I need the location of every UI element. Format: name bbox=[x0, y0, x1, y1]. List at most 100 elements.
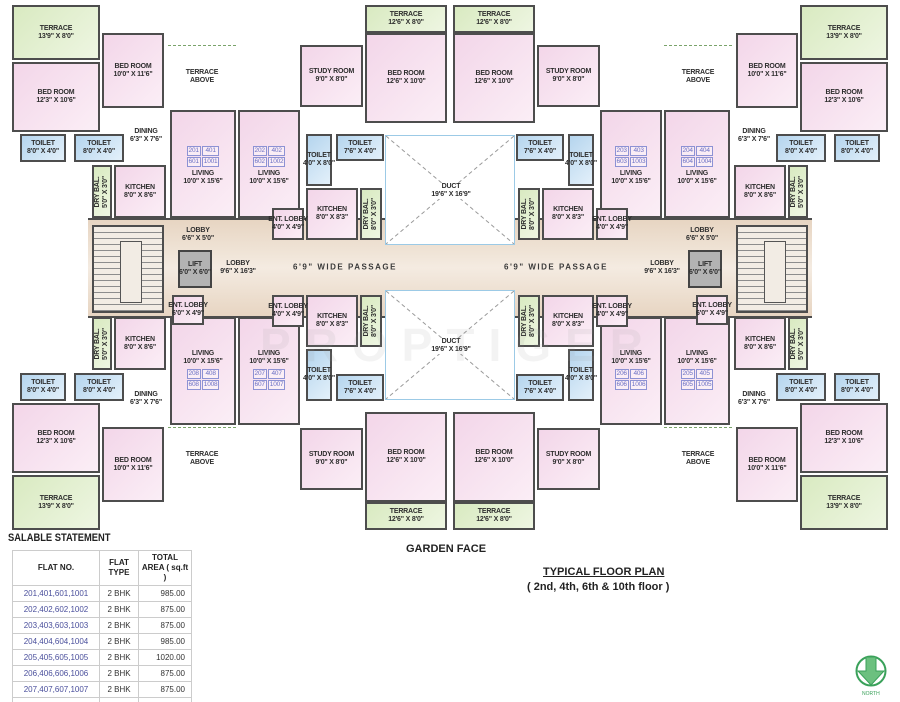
room-dimension: 8'0" X 8'3" bbox=[552, 321, 584, 328]
room-name: TOILET bbox=[31, 379, 55, 386]
room-dimension: 6'0" X 4'9" bbox=[172, 310, 204, 317]
lobby-label: LOBBY bbox=[226, 260, 250, 267]
room-name: TOILET bbox=[528, 379, 552, 387]
room-name: DRY BAL. bbox=[363, 198, 370, 230]
room-dimension: 8'0" X 8'3" bbox=[316, 321, 348, 328]
room-dimension: 10'0" X 11'6" bbox=[113, 464, 153, 472]
room-name: STUDY ROOM bbox=[545, 68, 592, 75]
room-dimension: 12'3" X 10'6" bbox=[824, 97, 864, 104]
room-dimension: 10'0" X 15'6" bbox=[249, 177, 289, 185]
flat-number-badge: 603 bbox=[614, 156, 629, 167]
table-header-row: FLAT NO. FLAT TYPE TOTAL AREA ( sq.ft ) bbox=[12, 550, 192, 586]
salable-statement-title: SALABLE STATEMENT bbox=[8, 532, 111, 544]
room-dimension: 10'0" X 11'6" bbox=[113, 70, 153, 78]
cell-area: 985.00 bbox=[138, 633, 192, 650]
plan-title: TYPICAL FLOOR PLAN bbox=[543, 566, 665, 578]
cell-area: 875.00 bbox=[138, 601, 192, 618]
room-name: BED ROOM bbox=[825, 89, 863, 96]
lobby-label: LOBBY bbox=[650, 260, 674, 267]
room-dimension: 12'6" X 8'0" bbox=[476, 19, 512, 26]
room-name: TERRACE bbox=[477, 11, 511, 18]
dry-balcony-208: DRY BAL.5'0" X 3'0" bbox=[92, 317, 112, 370]
room-name: DRY BAL. bbox=[94, 175, 101, 208]
room-dimension: 5'0" X 3'0" bbox=[798, 327, 805, 360]
room-name: TOILET bbox=[569, 152, 593, 159]
room-dimension: 4'0" X 8'0" bbox=[303, 160, 335, 167]
room-name: LIVING bbox=[685, 169, 709, 177]
passage-label-left: 6'9" WIDE PASSAGE bbox=[293, 262, 397, 272]
room-name: TERRACE bbox=[389, 508, 423, 515]
room-name: TOILET bbox=[348, 379, 372, 387]
cell-area: 875.00 bbox=[138, 617, 192, 634]
dry-balcony-207: DRY BAL.8'0" X 3'0" bbox=[360, 295, 382, 347]
flat-number-badge: 402 bbox=[267, 145, 286, 156]
room-dimension: 12'6" X 10'0" bbox=[386, 78, 426, 85]
room-dimension: 12'3" X 10'6" bbox=[824, 438, 864, 445]
duct-label: DUCT bbox=[441, 338, 461, 345]
room-dimension: 7'6" X 4'0" bbox=[524, 387, 556, 395]
staircase-left bbox=[92, 225, 164, 313]
room-name: KITCHEN bbox=[553, 206, 583, 213]
cell-flat: 203,403,603,1003 bbox=[12, 617, 100, 634]
room-name: LIVING bbox=[619, 169, 643, 177]
room-label: DRY BAL.5'0" X 3'0" bbox=[94, 328, 110, 360]
cell-type: 2 BHK bbox=[99, 601, 139, 618]
header-total-area: TOTAL AREA ( sq.ft ) bbox=[138, 550, 192, 586]
room-dimension: 8'0" X 8'3" bbox=[552, 214, 584, 221]
room-name: DRY BAL. bbox=[94, 327, 101, 360]
room-name: TOILET bbox=[569, 367, 593, 374]
salable-statement-table: FLAT NO. FLAT TYPE TOTAL AREA ( sq.ft ) … bbox=[12, 550, 192, 702]
room-dimension: 13'9" X 8'0" bbox=[826, 32, 862, 40]
room-dimension: 8'0" X 4'0" bbox=[83, 148, 115, 155]
flat-number-badge: 401 bbox=[201, 145, 220, 156]
north-arrow-icon bbox=[855, 655, 887, 687]
room-dimension: ABOVE bbox=[686, 459, 710, 466]
cell-flat: 206,406,606,1006 bbox=[12, 665, 100, 682]
room-name: LIVING bbox=[191, 169, 215, 177]
